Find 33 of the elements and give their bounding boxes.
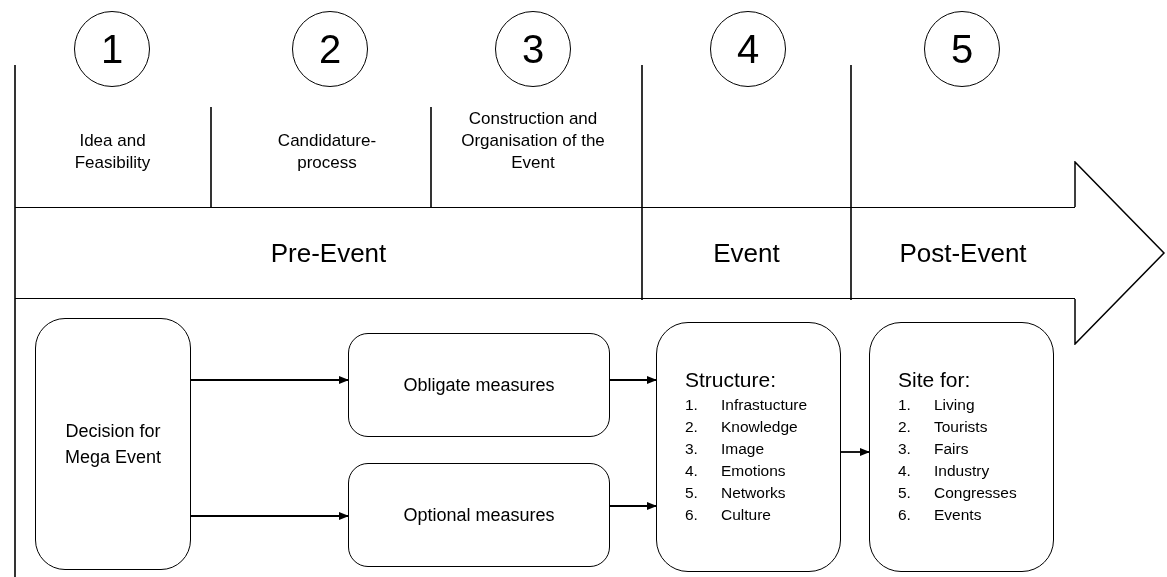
list-item: 4. Emotions bbox=[685, 461, 786, 481]
arrow bbox=[609, 502, 657, 510]
list-item: 3. Image bbox=[685, 439, 765, 459]
phase-label: Candidature-process bbox=[276, 130, 378, 175]
box-heading: Site for: bbox=[898, 368, 971, 392]
arrow bbox=[609, 376, 657, 384]
list-item: 3. Fairs bbox=[898, 439, 969, 459]
arrow bbox=[190, 512, 349, 520]
list-item: 1. Infrastucture bbox=[685, 395, 808, 415]
box-heading: Structure: bbox=[685, 368, 777, 392]
phase-label: Idea and Feasibility bbox=[73, 130, 152, 175]
arrow bbox=[190, 376, 349, 384]
timeline-band bbox=[15, 207, 642, 299]
list-item: 6. Events bbox=[898, 505, 982, 525]
timeline-band bbox=[851, 207, 1075, 299]
list-item: 2. Knowledge bbox=[685, 417, 798, 437]
list-box bbox=[656, 322, 841, 572]
arrow bbox=[840, 448, 870, 456]
list-box bbox=[869, 322, 1054, 572]
list-item: 1. Living bbox=[898, 395, 975, 415]
process-box: Decision for Mega Event bbox=[35, 318, 191, 570]
list-item: 4. Industry bbox=[898, 461, 990, 481]
phase-label: Event bbox=[713, 237, 780, 269]
list-item: 6. Culture bbox=[685, 505, 771, 525]
phase-label: Construction and Organisation of the Event bbox=[460, 108, 606, 175]
phase-label: Post-Event bbox=[899, 237, 1027, 269]
phase-label: Pre-Event bbox=[270, 237, 387, 269]
list-item: 5. Congresses bbox=[898, 483, 1017, 503]
list-item: 2. Tourists bbox=[898, 417, 988, 437]
process-box: Optional measures bbox=[348, 463, 610, 567]
timeline-band bbox=[642, 207, 851, 299]
process-box: Obligate measures bbox=[348, 333, 610, 437]
list-item: 5. Networks bbox=[685, 483, 786, 503]
